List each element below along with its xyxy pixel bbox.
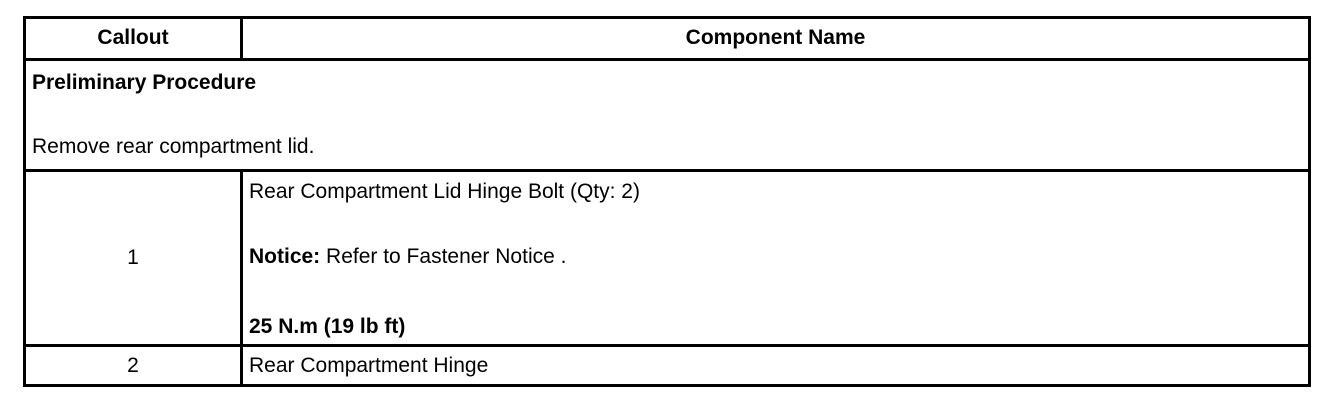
preliminary-procedure-step: Remove rear compartment lid.: [32, 134, 315, 158]
notice-text: Refer to Fastener Notice .: [320, 245, 567, 269]
notice-label: Notice:: [249, 245, 321, 269]
component-name-cell: Rear Compartment Lid Hinge Bolt (Qty: 2)…: [240, 169, 1311, 348]
torque-spec: 25 N.m (19 lb ft): [249, 315, 406, 339]
callout-header: Callout: [23, 16, 243, 61]
procedure-table: Callout Component Name Preliminary Proce…: [23, 16, 1311, 387]
callout-cell: 2: [23, 344, 243, 387]
callout-cell: 1: [23, 169, 243, 348]
table-row: 1 Rear Compartment Lid Hinge Bolt (Qty: …: [23, 169, 1311, 348]
component-name: Rear Compartment Lid Hinge Bolt (Qty: 2): [249, 180, 640, 204]
notice-line: Notice: Refer to Fastener Notice .: [249, 245, 566, 269]
preliminary-procedure-title: Preliminary Procedure: [32, 70, 257, 94]
component-name-header: Component Name: [240, 16, 1311, 61]
table-row: 2 Rear Compartment Hinge: [23, 344, 1311, 387]
header-row: Callout Component Name: [23, 16, 1311, 61]
component-name-cell: Rear Compartment Hinge: [240, 344, 1311, 387]
preliminary-procedure-cell: Preliminary Procedure Remove rear compar…: [23, 57, 1311, 173]
preliminary-procedure-row: Preliminary Procedure Remove rear compar…: [23, 57, 1311, 173]
